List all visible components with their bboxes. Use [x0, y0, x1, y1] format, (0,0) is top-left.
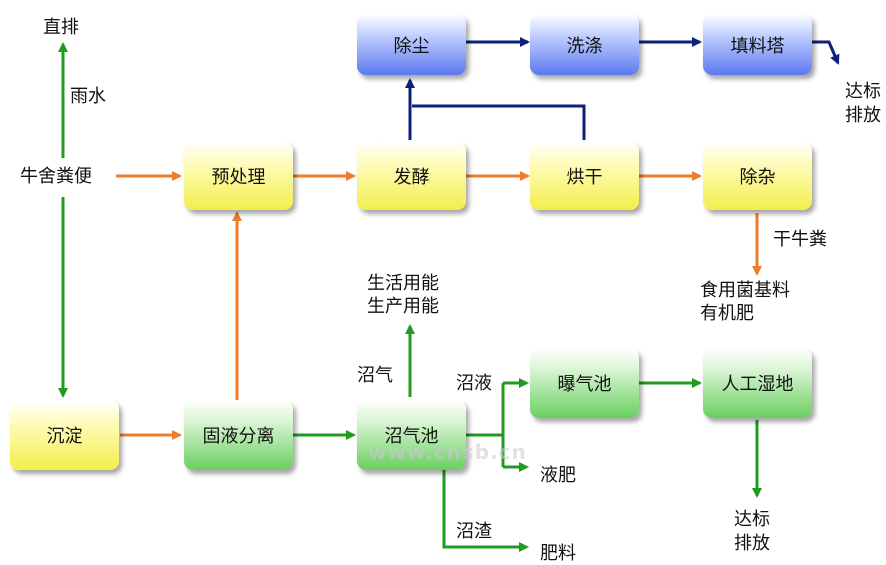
label-dry-manure: 干牛粪 — [773, 229, 827, 250]
label-discharge-bottom-2: 排放 — [734, 533, 770, 554]
arrow-digester-to-fertilizer — [442, 470, 529, 552]
box-sedimentation: 沉淀 — [10, 400, 119, 470]
box-impurity-removal: 除杂 — [703, 142, 812, 210]
box-fermentation: 发酵 — [357, 142, 466, 210]
arrow-drying-to-dust — [412, 104, 586, 140]
watermark: www.cnsb.cn — [368, 440, 527, 464]
label-discharge-bottom-1: 达标 — [734, 509, 770, 530]
label-biogas: 沼气 — [357, 365, 393, 386]
label-energy-2: 生产用能 — [367, 296, 439, 317]
label-biogas-slurry: 沼液 — [456, 373, 492, 394]
label-direct-discharge: 直排 — [43, 17, 79, 38]
box-aeration-pond: 曝气池 — [530, 348, 639, 418]
box-biogas-digester: 沼气池 — [357, 400, 466, 470]
box-washing: 洗涤 — [530, 14, 639, 75]
label-product-2: 有机肥 — [700, 303, 754, 324]
box-packed-tower: 填料塔 — [703, 14, 812, 75]
label-fertilizer: 肥料 — [540, 543, 576, 564]
box-dust-removal: 除尘 — [357, 14, 466, 75]
label-discharge-top-1: 达标 — [845, 81, 881, 102]
box-pretreatment: 预处理 — [184, 142, 293, 210]
box-constructed-wetland: 人工湿地 — [703, 348, 812, 418]
label-product-1: 食用菌基料 — [700, 280, 790, 301]
box-drying: 烘干 — [530, 142, 639, 210]
label-discharge-top-2: 排放 — [845, 105, 881, 126]
label-rainwater: 雨水 — [70, 86, 106, 107]
label-liquid-fertilizer: 液肥 — [540, 465, 576, 486]
box-solid-liquid-separation: 固液分离 — [184, 400, 293, 470]
label-biogas-residue: 沼渣 — [456, 521, 492, 542]
label-cattle-manure: 牛舍粪便 — [20, 166, 92, 187]
label-energy-1: 生活用能 — [367, 273, 439, 294]
arrow-tower-to-discharge — [812, 40, 840, 65]
